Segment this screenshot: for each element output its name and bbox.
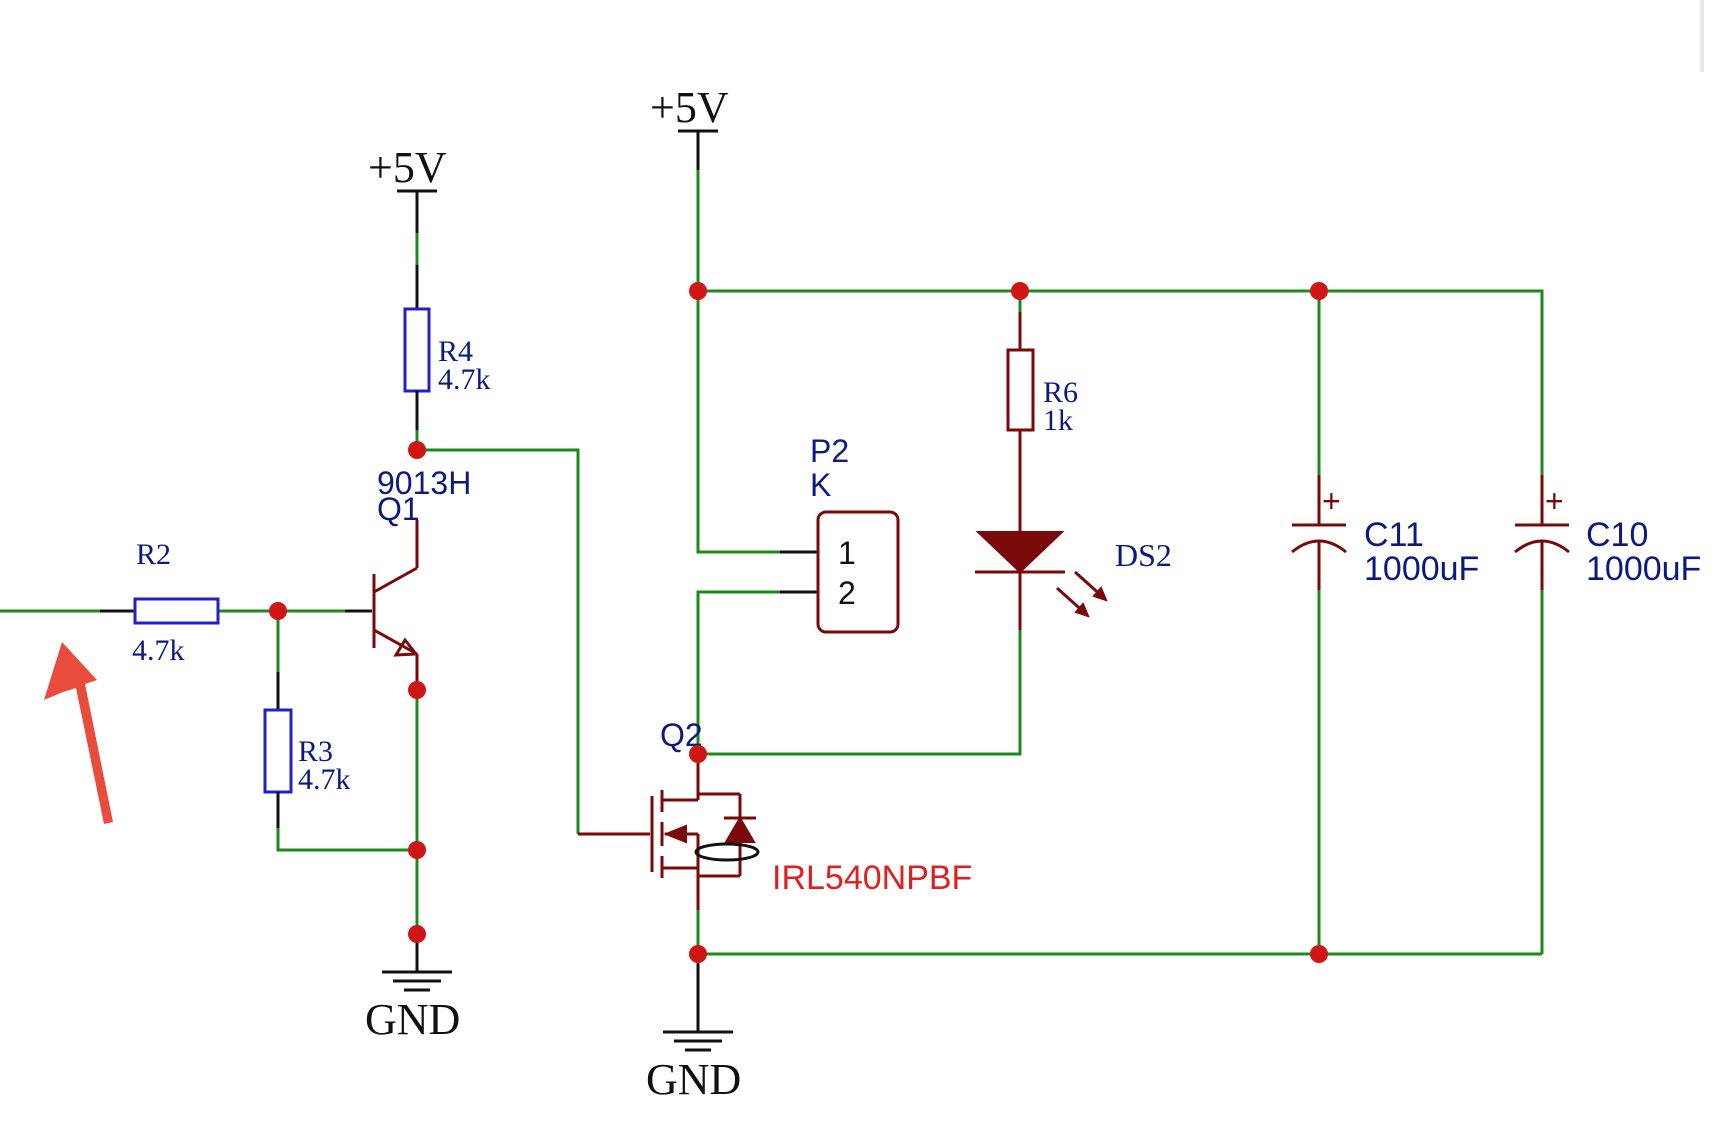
- vcc-left-label: +5V: [368, 143, 447, 192]
- annotation-arrow: [44, 642, 113, 824]
- gnd-left-label: GND: [365, 995, 460, 1044]
- gnd-symbol-left: GND: [365, 934, 460, 1044]
- ds2-ref: DS2: [1115, 537, 1172, 573]
- capacitor-c11: + C11 1000uF: [1291, 475, 1479, 590]
- vcc-right-label: +5V: [650, 83, 729, 132]
- resistor-r3: R3 4.7k: [263, 672, 351, 828]
- q1-value: 9013H: [377, 465, 471, 501]
- led-ds2: DS2: [975, 531, 1172, 630]
- c11-polarity: +: [1322, 483, 1341, 519]
- c11-ref: C11: [1364, 516, 1424, 554]
- transistor-q1: 9013H Q1: [345, 465, 471, 690]
- p2-value: K: [810, 467, 831, 503]
- wires: [0, 170, 1544, 956]
- r6-value: 1k: [1043, 404, 1073, 437]
- r3-value: 4.7k: [298, 763, 351, 796]
- connector-p2: 1 2 P2 K: [780, 433, 900, 634]
- r3-ref: R3: [298, 735, 333, 768]
- junctions: [269, 282, 1328, 963]
- r4-value: 4.7k: [438, 363, 491, 396]
- p2-pin-1: 1: [838, 535, 856, 571]
- vcc-symbol-left: +5V: [368, 143, 447, 233]
- r2-ref: R2: [136, 538, 171, 571]
- p2-ref: P2: [810, 433, 849, 469]
- c10-polarity: +: [1545, 483, 1564, 519]
- resistor-r4: R4 4.7k: [403, 265, 491, 430]
- gnd-symbol-right: GND: [646, 954, 741, 1104]
- gnd-right-label: GND: [646, 1055, 741, 1104]
- mosfet-q2: Q2 IRL540NPBF: [578, 717, 972, 910]
- r2-value: 4.7k: [132, 634, 185, 667]
- resistor-r6: R6 1k: [1006, 312, 1078, 532]
- c11-value: 1000uF: [1364, 550, 1479, 588]
- r6-ref: R6: [1043, 376, 1078, 409]
- p2-pin-2: 2: [838, 575, 856, 611]
- q1-ref: Q1: [377, 491, 420, 527]
- c10-ref: C10: [1586, 516, 1648, 554]
- r4-ref: R4: [438, 335, 473, 368]
- vcc-symbol-right: +5V: [650, 83, 729, 170]
- q2-value: IRL540NPBF: [772, 859, 972, 897]
- c10-value: 1000uF: [1586, 550, 1701, 588]
- resistor-r2: R2 4.7k: [100, 538, 220, 667]
- capacitor-c10: + C10 1000uF: [1514, 475, 1701, 590]
